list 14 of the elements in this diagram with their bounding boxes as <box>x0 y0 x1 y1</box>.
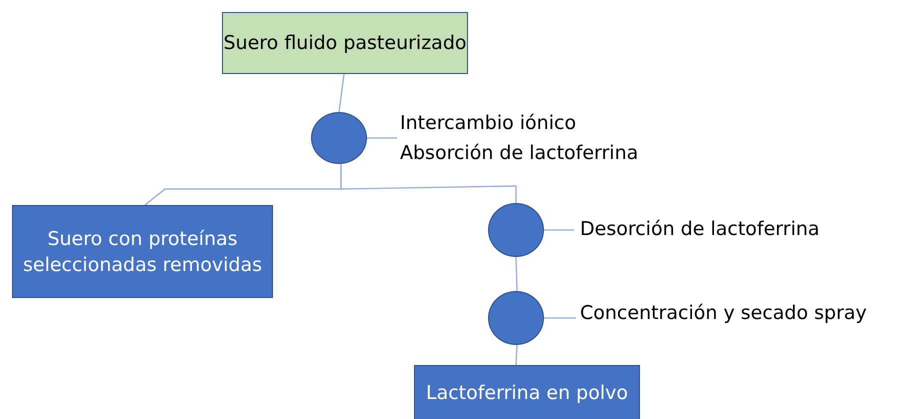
connector-line <box>515 344 518 366</box>
step-label: Intercambio iónico <box>400 111 576 136</box>
process-box: Suero fluido pasteurizado <box>222 12 468 74</box>
step-label: Absorción de lactoferrina <box>400 141 638 166</box>
connector-line <box>544 229 574 231</box>
connector-line <box>515 256 518 292</box>
connector-line <box>544 317 576 319</box>
step-label: Desorción de lactoferrina <box>580 217 820 242</box>
connector-line <box>367 137 397 139</box>
process-box: Suero con proteínas seleccionadas removidas <box>12 205 273 298</box>
process-box: Lactoferrina en polvo <box>414 365 640 419</box>
connector-line <box>338 74 345 112</box>
connector-line <box>340 164 517 203</box>
step-label: Concentración y secado spray <box>580 301 867 326</box>
